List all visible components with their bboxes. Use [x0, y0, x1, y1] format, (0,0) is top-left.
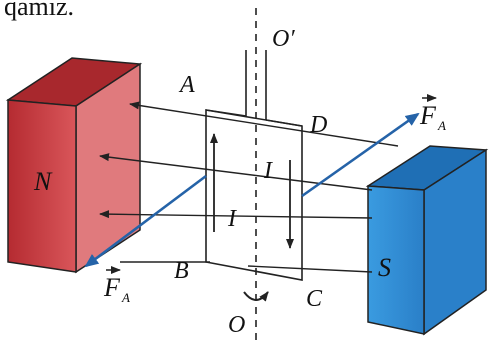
- label-corner-b: B: [174, 258, 189, 284]
- label-force-bottom: F A: [103, 266, 130, 305]
- field-line-1: [129, 101, 399, 147]
- field-line-2: [99, 153, 373, 191]
- rotation-indicator: [243, 291, 269, 302]
- svg-text:F: F: [103, 273, 121, 302]
- label-magnet-south: S: [378, 253, 391, 282]
- label-corner-c: C: [306, 286, 323, 312]
- label-corner-d: D: [309, 112, 327, 138]
- label-current-left: I: [227, 206, 237, 232]
- svg-text:A: A: [121, 290, 130, 305]
- label-corner-a: A: [178, 72, 195, 98]
- label-axis-bottom: O: [228, 312, 245, 338]
- field-line-3: [99, 210, 373, 219]
- force-arrow-right: [301, 112, 420, 198]
- top-text-fragment: qamız.: [4, 0, 75, 21]
- label-force-top: F A: [419, 94, 446, 133]
- label-magnet-north: N: [33, 167, 53, 196]
- label-current-right: I: [263, 158, 273, 184]
- north-magnet: [5, 57, 143, 274]
- field-lines: [99, 101, 399, 273]
- force-arrow-left: [84, 174, 207, 268]
- coil-frame: [205, 50, 303, 281]
- svg-text:A: A: [437, 118, 446, 133]
- svg-text:F: F: [419, 101, 437, 130]
- field-line-4: [247, 265, 373, 273]
- south-magnet: [365, 145, 489, 336]
- label-axis-top: O′: [272, 26, 295, 52]
